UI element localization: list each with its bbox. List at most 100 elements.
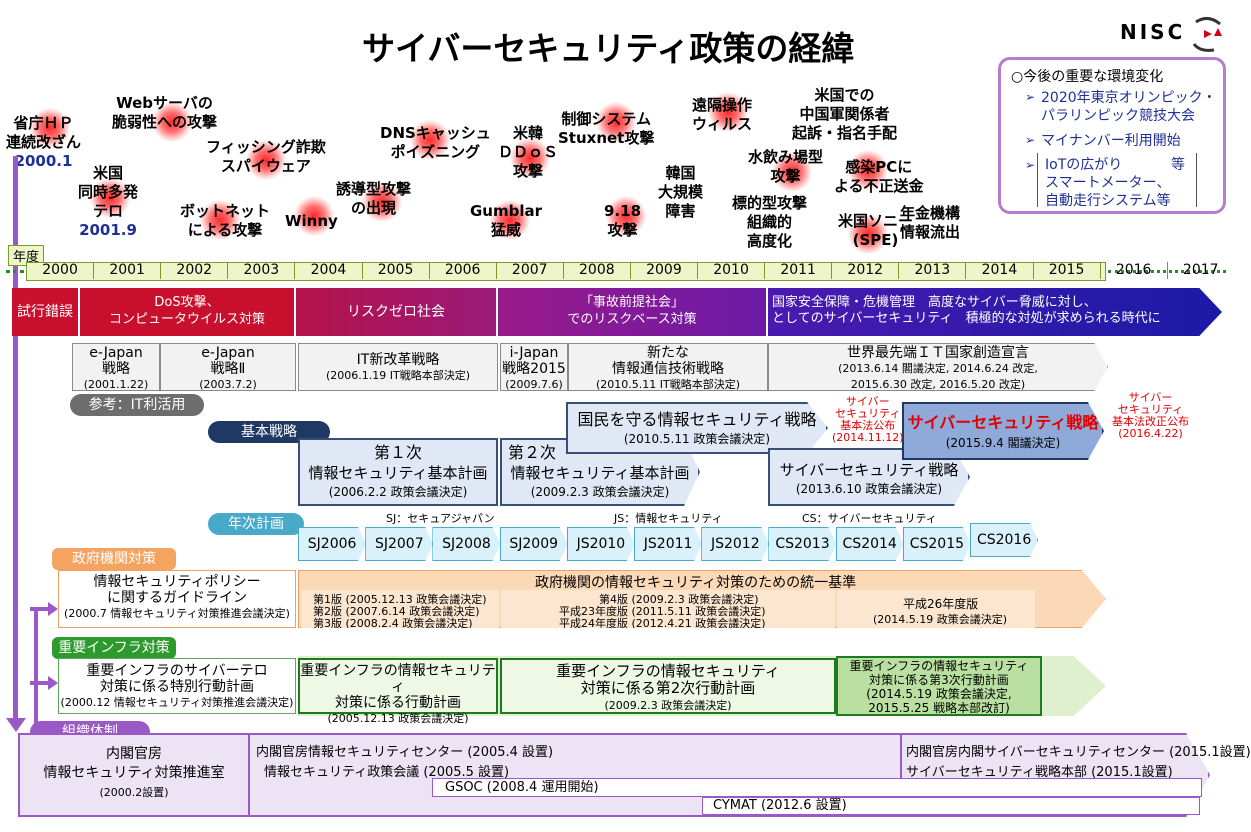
infra-measures-label: 重要インフラ対策	[52, 637, 176, 659]
standard-panel-b	[501, 590, 835, 628]
left-timeline-bar	[13, 156, 18, 724]
infra-plan-2009: 重要インフラの情報セキュリティ 対策に係る第2次行動計画 (2009.2.3 政…	[500, 658, 836, 714]
strategy-date: 2015.6.30 改定, 2016.5.20 改定)	[850, 378, 1026, 391]
org-divider	[900, 735, 902, 779]
event-line: ウィルス	[692, 115, 753, 133]
timeline-dots	[6, 270, 24, 273]
event-line: 9.18	[604, 202, 642, 220]
burst-icon	[848, 150, 888, 190]
org-first: 内閣官房 情報セキュリティ対策推進室 (2000.2設置)	[20, 735, 250, 815]
phase-label: リスクゼロ社会	[347, 304, 445, 320]
year-cell: 2011	[764, 262, 831, 279]
event-line: 米国ソニー	[838, 212, 914, 230]
edition: 平成24年度版 (2012.4.21 政策会議決定)	[559, 617, 766, 630]
year-cell: 2014	[965, 262, 1032, 279]
gov-unified-standard: 政府機関の情報セキュリティ対策のための統一基準 第1版 (2005.12.13 …	[298, 570, 1106, 628]
it-strategy-ejapan: e-Japan 戦略 (2001.1.22)	[72, 343, 160, 391]
org-center: 内閣官房情報セキュリティセンター (2005.4 設置)	[256, 745, 554, 760]
arrow-right-icon	[30, 602, 58, 616]
plan-name: 第２次	[508, 443, 557, 462]
year-cell: 2013	[898, 262, 965, 279]
event-phishing: フィッシング詐欺 スパイウェア	[206, 138, 326, 176]
annual-plan-item: JS2010	[566, 527, 635, 561]
event-line: ポイズニング	[390, 143, 481, 161]
year-cell: 2007	[495, 262, 563, 279]
event-watering-hole: 水飲み場型 攻撃	[748, 148, 823, 186]
plan-date: (2009.2.3 政策会議決定)	[530, 485, 670, 499]
event-dns: DNSキャッシュ ポイズニング	[380, 124, 491, 162]
arrow-right-icon	[30, 676, 58, 690]
event-line: による攻撃	[187, 221, 263, 239]
plan-date: (2013.6.10 政策会議決定)	[795, 482, 943, 496]
strategy-name: i-Japan	[509, 345, 559, 361]
year-cell: 2015	[1032, 262, 1100, 279]
event-line: (SPE)	[852, 231, 899, 249]
year-cell: 2001	[93, 262, 160, 279]
burst-icon	[294, 196, 334, 236]
year-cell: 2010	[697, 262, 764, 279]
org-cymat: CYMAT (2012.6 設置)	[702, 797, 1200, 815]
infra-line: 重要インフラの情報セキュリティ	[300, 663, 496, 695]
event-line: 同時多発	[78, 183, 139, 201]
event-line: 猛威	[491, 221, 522, 239]
event-line: 感染PCに	[845, 158, 913, 176]
law-line: セキュリティ	[1117, 403, 1184, 416]
future-item-olympics: 2020年東京オリンピック・	[1041, 90, 1217, 106]
infra-line: 対策に係る行動計画	[335, 695, 461, 711]
annual-note-cs: CS：サイバーセキュリティ	[802, 512, 937, 525]
event-line: テロ	[93, 202, 124, 220]
plan-name: 国民を守る情報セキュリティ戦略	[577, 410, 817, 429]
event-line: 攻撃	[770, 167, 801, 185]
event-stuxnet: 制御システム Stuxnet攻撃	[558, 110, 654, 148]
future-iot-bracket	[1037, 153, 1197, 207]
future-item-marker: ➢	[1025, 90, 1036, 104]
law-line: サイバー	[845, 395, 890, 408]
event-line: 水飲み場型	[748, 148, 824, 166]
plan-name: 情報セキュリティ基本計画	[308, 464, 488, 482]
event-line: の出現	[351, 199, 397, 217]
annual-plan-item: CS2016	[970, 523, 1039, 557]
plan-name: サイバーセキュリティ戦略	[907, 413, 1099, 432]
infra-line: 重要インフラの情報セキュリティ	[849, 659, 1029, 673]
event-winny: Winny	[285, 212, 338, 231]
edition: (2014.5.19 政策会議決定)	[873, 613, 1008, 626]
logo-mark-icon	[1192, 17, 1222, 52]
event-line: 米国	[93, 164, 124, 182]
connector-line	[34, 607, 38, 725]
burst-icon	[708, 92, 748, 132]
basic-strategy-2015: サイバーセキュリティ戦略 (2015.9.4 閣議決定)	[902, 402, 1104, 460]
plan-date: (2006.2.2 政策会議決定)	[328, 485, 468, 499]
annual-plan-item: SJ2009	[499, 527, 568, 561]
annual-plan-item: JS2012	[701, 527, 770, 561]
law-date: (2014.11.12)	[832, 431, 904, 444]
event-line: 攻撃	[607, 221, 638, 239]
strategy-date: (2013.6.14 閣議決定, 2014.6.24 改定,	[838, 362, 1038, 375]
event-gov-hp: 省庁ＨＰ 連続改ざん 2000.1	[6, 114, 81, 171]
ref-it-label: 参考：IT利活用	[70, 394, 204, 416]
basic-strategy-label: 基本戦略	[208, 421, 330, 443]
year-cell: 2008	[562, 262, 630, 279]
event-911: 米国 同時多発 テロ 2001.9	[78, 164, 138, 240]
event-line: 年金機構	[900, 204, 961, 222]
infra-line: 対策に係る第3次行動計画	[869, 673, 1009, 687]
burst-icon	[90, 178, 130, 218]
future-item-olympics-2: パラリンピック競技大会	[1041, 108, 1195, 124]
annual-plan-item: CS2015	[902, 527, 971, 561]
event-korea: 韓国 大規模 障害	[658, 164, 703, 221]
phase-national-security: 国家安全保障・危機管理 高度なサイバー脅威に対し、 としてのサイバーセキュリティ…	[768, 288, 1222, 336]
it-strategy-ejapan2: e-Japan 戦略Ⅱ (2003.7.2)	[160, 343, 296, 391]
cymat-label: CYMAT (2012.6 設置)	[713, 798, 847, 813]
burst-icon	[246, 140, 286, 180]
it-strategy-new-ict: 新たな 情報通信技術戦略 (2010.5.11 IT戦略本部決定)	[568, 343, 768, 391]
phase-risk-based: 「事故前提社会」 でのリスクベース対策	[498, 288, 766, 336]
plan-name: 第１次	[373, 443, 422, 462]
edition: 第1版 (2005.12.13 政策会議決定)	[313, 593, 487, 606]
event-line: 米国での	[814, 86, 875, 104]
org-gsoc: GSOC (2008.4 運用開始)	[432, 778, 1202, 797]
event-pension: 年金機構 情報流出	[900, 204, 960, 242]
infra-plan-2000: 重要インフラのサイバーテロ 対策に係る特別行動計画 (2000.12 情報セキュ…	[58, 658, 296, 714]
burst-icon	[510, 138, 550, 178]
infra-date: (2000.12 情報セキュリティ対策推進会議決定)	[60, 696, 294, 709]
event-targeted: 標的型攻撃 組織的 高度化	[732, 194, 807, 251]
year-cell: 2004	[294, 262, 361, 279]
